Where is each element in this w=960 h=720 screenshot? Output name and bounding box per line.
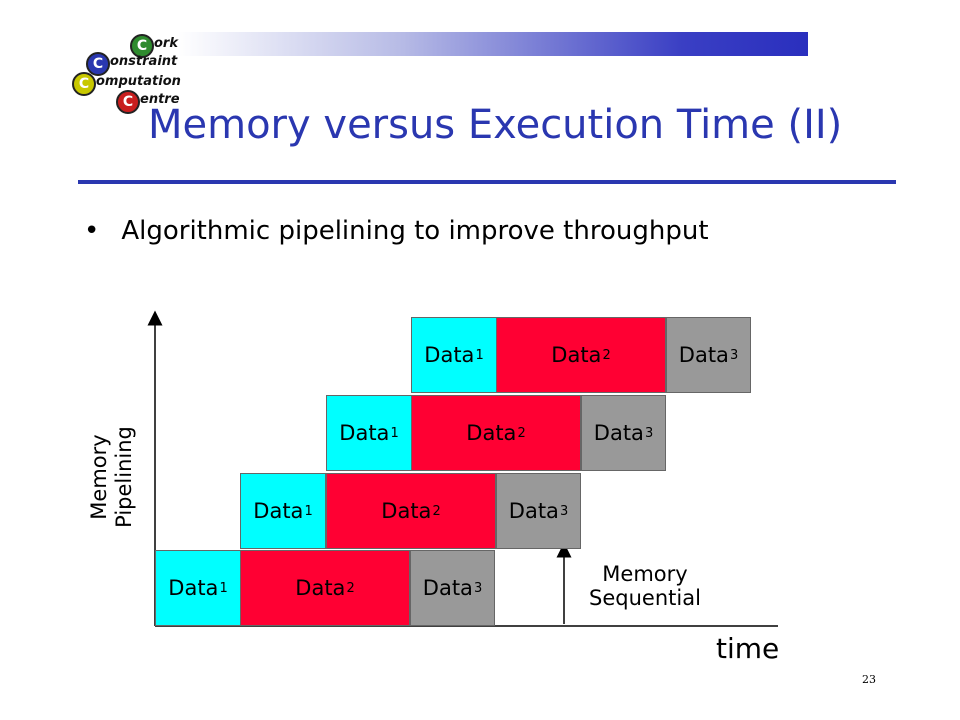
- logo-ball-blue: C: [86, 52, 110, 76]
- logo-word-4: entre: [140, 92, 180, 107]
- logo-word-3: omputation: [96, 74, 181, 89]
- annotation-line2: Sequential: [589, 586, 701, 610]
- bullet-dot: •: [84, 216, 100, 246]
- page-number: 23: [862, 673, 876, 686]
- y-axis-label: Memory Pipelining: [87, 357, 137, 597]
- y-axis-label-line1: Memory: [87, 434, 111, 520]
- memory-sequential-annotation: Memory Sequential: [570, 562, 720, 610]
- bullet-text: Algorithmic pipelining to improve throug…: [121, 216, 709, 246]
- annotation-line1: Memory: [602, 562, 688, 586]
- logo-ball-red: C: [116, 90, 140, 114]
- slide-title: Memory versus Execution Time (II): [148, 102, 843, 148]
- logo-ball-green: C: [130, 34, 154, 58]
- title-underline: [78, 180, 896, 184]
- header-gradient-bar: [178, 32, 808, 56]
- logo-word-2: onstraint: [110, 54, 178, 69]
- logo-ball-yellow: C: [72, 72, 96, 96]
- cork-constraint-logo: C ork C onstraint C omputation C entre: [70, 32, 200, 114]
- y-axis-label-line2: Pipelining: [112, 426, 136, 528]
- x-axis-label: time: [716, 632, 780, 665]
- logo-word-1: ork: [154, 36, 178, 51]
- bullet-point: • Algorithmic pipelining to improve throu…: [84, 216, 709, 246]
